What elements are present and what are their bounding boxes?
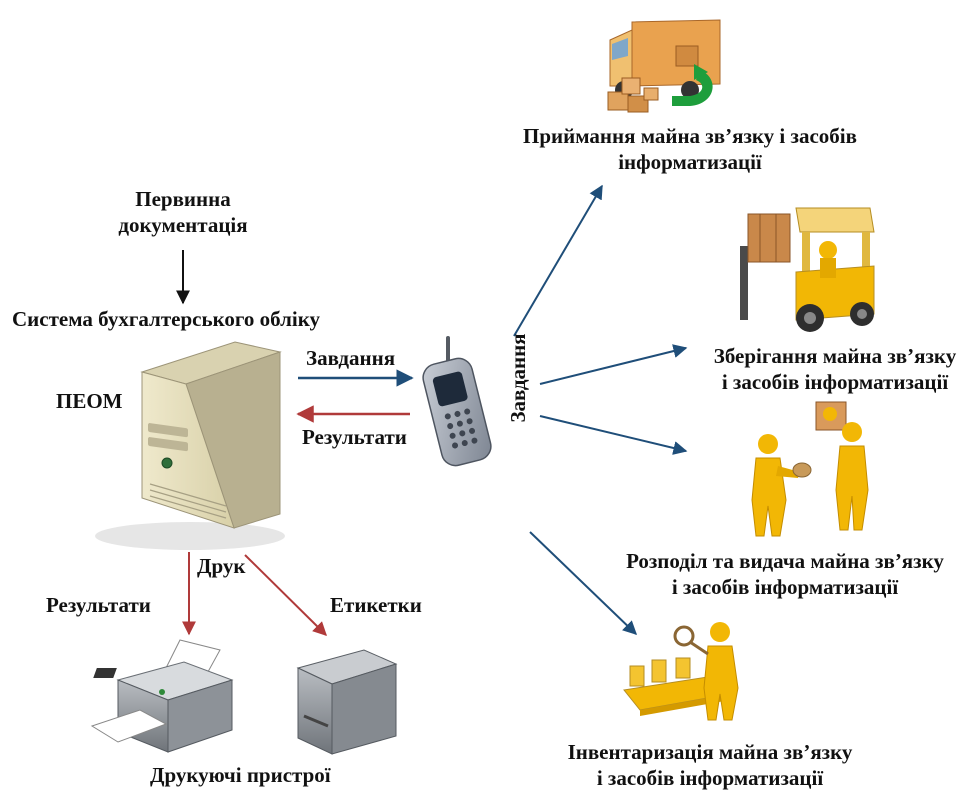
primary-docs-label-line2: документація xyxy=(118,213,248,237)
op-receiving-line1: Приймання майна зв’язку і засобів xyxy=(523,124,857,148)
op-distribution-line2: і засобів інформатизації xyxy=(671,575,899,599)
document-printer-icon xyxy=(90,639,234,753)
arrow-to-receiving xyxy=(513,184,603,337)
print-label: Друк xyxy=(197,554,246,578)
arrow-to-storage xyxy=(539,344,688,385)
op-storage-line1: Зберігання майна зв’язку xyxy=(713,344,957,368)
task-label: Завдання xyxy=(306,346,396,370)
accounting-system-label: Система бухгалтерського обліку xyxy=(12,307,321,331)
inventory-inspection-icon xyxy=(623,622,739,721)
primary-docs-label-line1: Первинна xyxy=(135,187,231,211)
labels-print-label: Етикетки xyxy=(330,593,422,617)
computer-tower-icon xyxy=(95,341,285,550)
printing-devices-label: Друкуючі пристрої xyxy=(150,763,331,787)
results-print-label: Результати xyxy=(46,593,151,617)
op-receiving-line2: інформатизації xyxy=(618,150,762,174)
results-label: Результати xyxy=(302,425,407,449)
arrow-to-inventory xyxy=(529,531,638,635)
label-printer-icon xyxy=(93,649,398,755)
arrow-print-labels xyxy=(244,554,327,636)
pc-label: ПЕОМ xyxy=(56,389,123,413)
op-storage-line2: і засобів інформатизації xyxy=(721,370,949,394)
forklift-icon xyxy=(740,207,875,332)
op-distribution-line1: Розподіл та видача майна зв’язку xyxy=(626,549,944,573)
task-vertical-label: Завдання xyxy=(506,333,530,423)
op-inventory-line1: Інвентаризація майна зв’язку xyxy=(567,740,853,764)
arrow-to-distribution xyxy=(539,415,688,455)
delivery-truck-icon xyxy=(607,19,721,113)
op-inventory-line2: і засобів інформатизації xyxy=(596,766,824,790)
mobile-phone-icon xyxy=(422,336,492,467)
people-exchange-icon xyxy=(751,401,869,537)
